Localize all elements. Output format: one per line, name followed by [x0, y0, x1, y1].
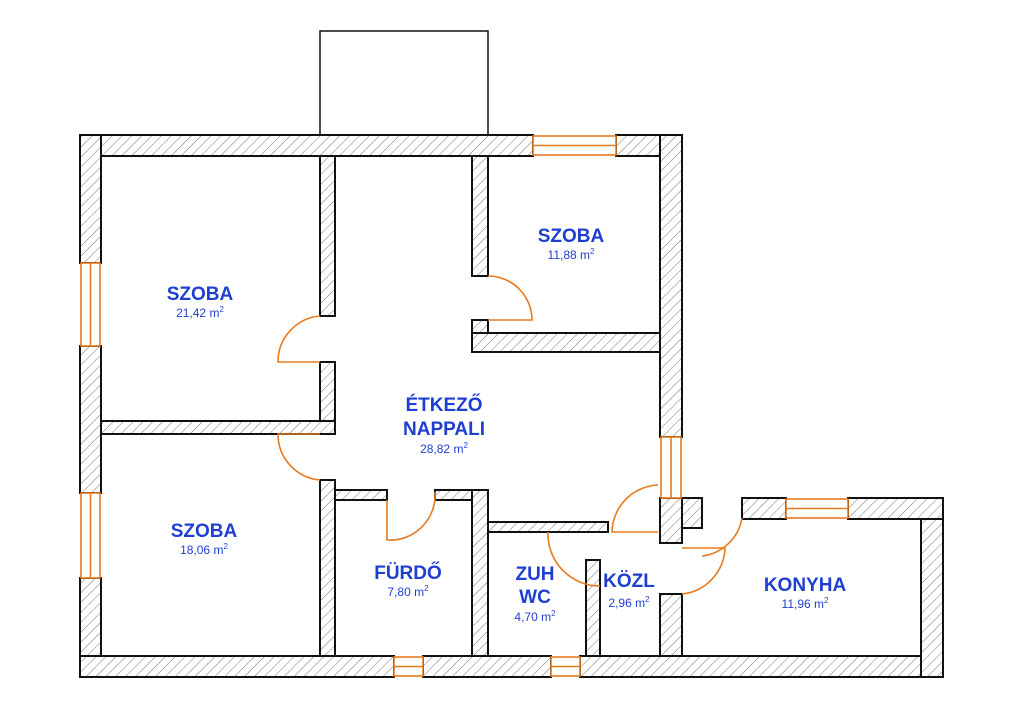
room-kozl: KÖZL 2,96 m2: [603, 571, 655, 610]
windows: [80, 135, 849, 677]
room-name: KÖZL: [603, 571, 655, 592]
room-szoba-1: SZOBA 21,42 m2: [167, 284, 234, 320]
room-name: SZOBA: [171, 521, 238, 542]
room-name: KONYHA: [764, 575, 847, 596]
room-area: 2,96 m2: [608, 595, 650, 610]
room-furdo: FÜRDŐ 7,80 m2: [374, 562, 442, 599]
room-szoba-2: SZOBA 11,88 m2: [538, 226, 605, 262]
room-area: 21,42 m2: [176, 305, 224, 320]
room-name: SZOBA: [538, 226, 605, 247]
room-name-line2: WC: [519, 587, 551, 608]
room-area: 7,80 m2: [387, 584, 429, 599]
room-area: 11,88 m2: [548, 247, 595, 262]
room-area: 11,96 m2: [782, 596, 829, 611]
room-area: 18,06 m2: [180, 542, 228, 557]
room-area: 4,70 m2: [514, 609, 556, 624]
interior-walls: [100, 155, 703, 657]
room-name-line2: NAPPALI: [403, 419, 485, 440]
room-name: ÉTKEZŐ: [405, 394, 482, 416]
room-etkezo-nappali: ÉTKEZŐ NAPPALI 28,82 m2: [403, 394, 485, 456]
room-name: FÜRDŐ: [374, 562, 442, 584]
doors: [277, 275, 743, 595]
room-area: 28,82 m2: [420, 441, 468, 456]
terrace-outline: [319, 30, 489, 136]
room-konyha: KONYHA 11,96 m2: [764, 575, 847, 611]
room-szoba-3: SZOBA 18,06 m2: [171, 521, 238, 557]
room-name: SZOBA: [167, 284, 234, 305]
room-zuh-wc: ZUH WC 4,70 m2: [514, 564, 556, 624]
room-name: ZUH: [515, 564, 554, 585]
